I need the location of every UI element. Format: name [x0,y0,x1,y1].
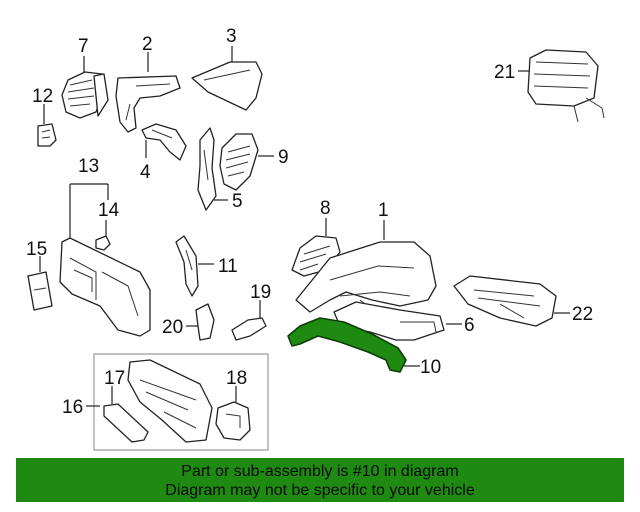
callout-13: 13 [78,156,99,177]
callout-16: 16 [62,397,83,418]
part-7-vent [61,71,109,119]
callout-17: 17 [104,368,125,389]
callout-14: 14 [98,200,120,221]
callout-9: 9 [278,147,289,168]
part-18-latch [215,401,251,441]
part-16-glovebox [127,359,213,443]
callout-10: 10 [420,357,441,378]
part-21-airbag [527,49,605,123]
group-16-box [93,353,269,451]
callout-20: 20 [162,317,183,338]
callout-12: 12 [32,86,53,107]
part-15-cover [27,271,53,311]
callout-18: 18 [226,368,247,389]
part-19-bracket [231,317,267,341]
part-11-bracket [175,235,199,297]
part-22-tray [453,275,557,327]
part-14-clip [95,235,111,251]
callout-2: 2 [142,34,153,55]
callout-7: 7 [78,36,89,57]
callout-22: 22 [572,304,593,325]
part-10-reinforcement-highlighted [287,317,407,373]
part-20-bracket [195,303,215,341]
parts-diagram: 7 2 3 21 12 4 5 9 [26,26,605,451]
info-banner: Part or sub-assembly is #10 in diagram D… [16,458,624,502]
banner-line-2: Diagram may not be specific to your vehi… [165,482,475,499]
callout-5: 5 [232,191,243,212]
callout-8: 8 [320,198,331,219]
callout-6: 6 [464,315,475,336]
part-4-bezel [141,123,187,161]
callout-21: 21 [494,62,515,83]
callout-19: 19 [250,282,271,303]
part-13-lower-panel [59,237,151,337]
banner-line-1: Part or sub-assembly is #10 in diagram [181,463,459,480]
callout-4: 4 [140,162,151,183]
part-2-trim-panel [115,75,181,133]
part-3-cover [191,61,263,111]
callout-15: 15 [26,239,47,260]
callout-11: 11 [218,256,238,277]
part-12-clip [37,123,57,147]
part-9-center-vent [219,133,259,191]
part-5-side-trim [197,127,217,211]
part-17-panel [103,403,149,443]
callout-1: 1 [378,200,389,221]
callout-3: 3 [226,26,237,47]
